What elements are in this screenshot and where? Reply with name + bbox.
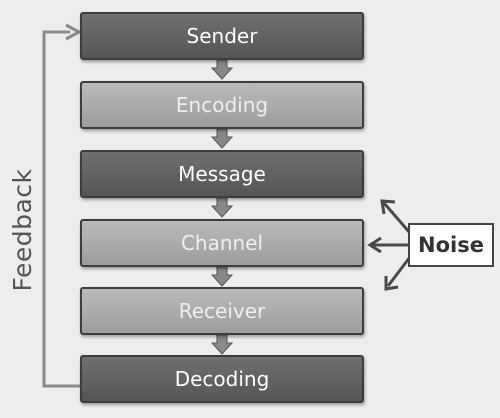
step-label-message: Message <box>178 162 266 186</box>
step-label-decoding: Decoding <box>175 367 270 391</box>
step-box-decoding <box>80 355 364 403</box>
step-box-sender <box>80 12 364 60</box>
step-box-encoding <box>80 81 364 129</box>
noise-arrow-left-head <box>367 236 382 254</box>
step-label-receiver: Receiver <box>179 299 266 323</box>
noise-arrow-up <box>382 202 412 234</box>
connector-arrow-5 <box>210 334 234 355</box>
step-label-encoding: Encoding <box>176 93 268 117</box>
process-steps: SenderEncodingMessageChannelReceiverDeco… <box>80 12 364 403</box>
noise-arrow-down-head <box>384 276 399 291</box>
connector-arrow-4 <box>210 266 234 287</box>
noise-arrow-up-head <box>380 199 396 215</box>
step-label-sender: Sender <box>187 24 259 48</box>
connector-arrow-2 <box>210 128 234 149</box>
noise-label: Noise <box>418 233 484 257</box>
step-box-receiver <box>80 287 364 335</box>
feedback-label: Feedback <box>8 168 37 291</box>
step-box-message <box>80 150 364 198</box>
step-box-channel <box>80 219 364 267</box>
noise-arrow-down <box>386 256 412 287</box>
noise-box <box>408 223 494 267</box>
feedback-arrowhead <box>65 23 83 41</box>
feedback-line <box>42 30 80 388</box>
step-label-channel: Channel <box>181 231 263 255</box>
connector-arrow-3 <box>210 197 234 218</box>
connector-arrow-1 <box>210 59 234 80</box>
noise-arrows <box>367 199 412 291</box>
